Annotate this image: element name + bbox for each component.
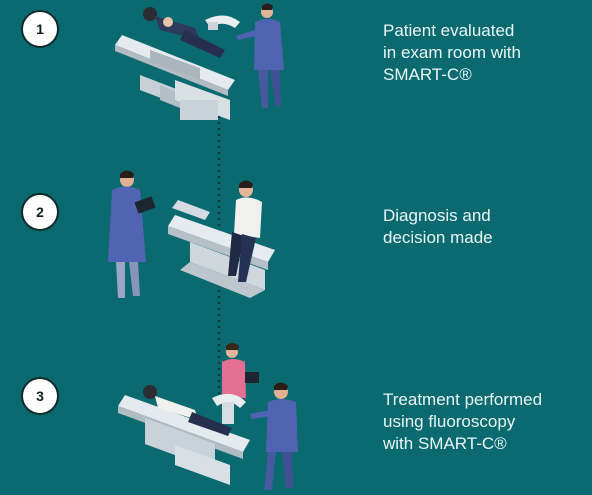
c-arm-device-illustration <box>212 393 246 424</box>
patient-illustration <box>143 7 225 58</box>
step-1-caption: Patient evaluated in exam room with SMAR… <box>383 21 521 84</box>
c-arm-device-illustration <box>205 15 240 30</box>
patient-illustration <box>228 180 262 282</box>
exam-table-illustration <box>118 395 250 485</box>
clinician-illustration <box>222 343 259 398</box>
clinician-illustration <box>250 382 298 490</box>
clinician-illustration <box>236 3 284 108</box>
step-3-caption: Treatment performed using fluoroscopy wi… <box>383 390 543 453</box>
exam-table-illustration <box>115 35 235 120</box>
step-3-badge: 3 <box>21 377 59 415</box>
step-2-badge: 2 <box>21 193 59 231</box>
step-1-badge: 1 <box>21 10 59 48</box>
patient-illustration <box>143 385 232 436</box>
clinician-illustration <box>108 170 156 298</box>
tablet-icon <box>245 372 259 383</box>
step-2-caption: Diagnosis and decision made <box>383 206 493 247</box>
tablet-icon <box>134 196 156 214</box>
